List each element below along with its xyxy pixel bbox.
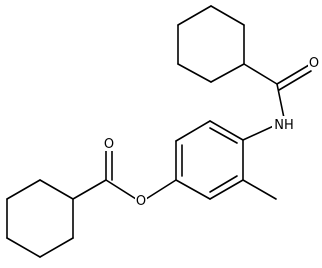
bond xyxy=(6,237,41,258)
benzene-ring xyxy=(175,120,244,200)
bond xyxy=(175,179,211,200)
bond xyxy=(177,63,212,83)
amide-nitrogen-label: NH xyxy=(274,118,294,133)
double-bond xyxy=(278,70,312,91)
amide-oxygen-label: O xyxy=(309,56,319,71)
double-bond xyxy=(276,64,310,85)
bond xyxy=(6,179,41,200)
aromatic-inner-bond xyxy=(209,127,238,144)
atom-label-amide-nitrogen: NH xyxy=(272,116,296,133)
ester-oxygen-label: O xyxy=(136,194,146,209)
atom-label-amide-oxygen: O xyxy=(308,55,320,71)
bond xyxy=(276,83,285,119)
bond xyxy=(209,120,244,141)
ester-group xyxy=(72,146,177,200)
bond xyxy=(39,237,74,258)
cyclohexane-ring-bottom xyxy=(6,179,74,258)
methyl-bond xyxy=(242,179,277,200)
bond xyxy=(72,179,107,200)
ester-carbonyl-oxygen-label: O xyxy=(104,137,114,152)
atom-label-ester-carbonyl-oxygen: O xyxy=(103,136,115,152)
bond xyxy=(243,63,278,85)
amide-group xyxy=(243,63,312,119)
bond xyxy=(175,120,211,142)
cyclohexane-ring-top xyxy=(177,5,245,83)
bond xyxy=(209,179,244,200)
bond xyxy=(145,179,177,200)
bond xyxy=(210,63,245,83)
bond xyxy=(177,5,212,26)
bond xyxy=(39,179,74,200)
bond xyxy=(105,179,137,200)
aromatic-inner-bond xyxy=(209,175,238,193)
atom-label-ester-oxygen: O xyxy=(135,193,147,209)
bond xyxy=(210,5,245,26)
